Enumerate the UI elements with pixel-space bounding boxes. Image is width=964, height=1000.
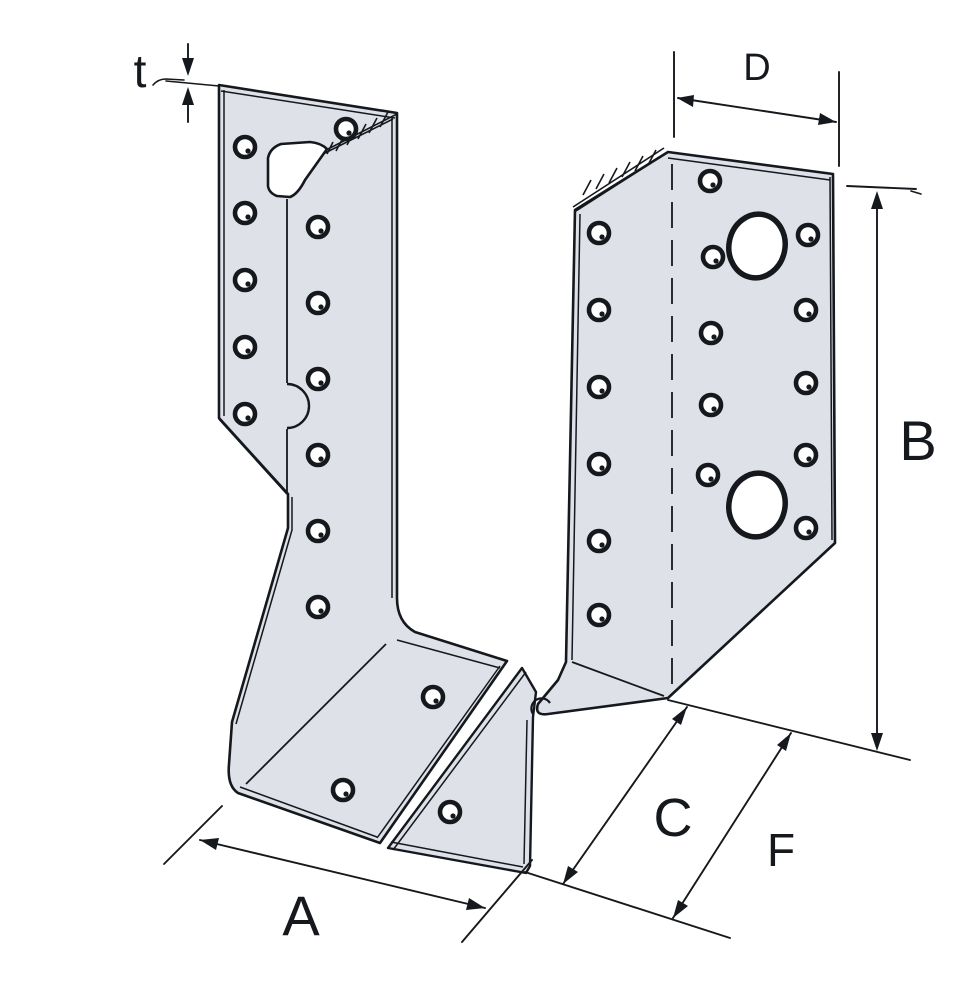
dim-label-a: A bbox=[282, 884, 320, 947]
bend-notch bbox=[286, 382, 311, 430]
dim-label-t: t bbox=[134, 45, 147, 97]
dim-label-b: B bbox=[899, 409, 936, 472]
keyhole-cutout bbox=[266, 140, 329, 199]
right-flange-edge-thickness bbox=[390, 157, 833, 868]
bolt-holes bbox=[726, 211, 788, 540]
dimension-t bbox=[152, 43, 220, 123]
left-flange-edge-thickness bbox=[220, 90, 501, 839]
dim-label-d: D bbox=[743, 47, 770, 89]
dimension-a bbox=[163, 805, 533, 943]
right-flange-body bbox=[535, 150, 837, 716]
dimensions bbox=[152, 43, 922, 943]
right-seat-flap bbox=[386, 666, 538, 875]
dimension-f bbox=[672, 732, 792, 919]
right-flange-fold-lines bbox=[571, 164, 673, 697]
seat-tab-hook bbox=[530, 697, 551, 715]
dim-label-c: C bbox=[654, 788, 693, 848]
right-fold-hatch bbox=[572, 147, 669, 212]
dimension-c bbox=[562, 706, 688, 885]
right-flange bbox=[386, 147, 837, 875]
hole-inner-marks bbox=[245, 130, 814, 819]
dimension-labels: t D B A C F bbox=[134, 45, 937, 947]
dimension-b bbox=[846, 185, 922, 751]
left-flange bbox=[217, 83, 509, 845]
nail-holes bbox=[232, 116, 821, 825]
left-flange-fold-lines bbox=[218, 199, 387, 785]
left-flange-body bbox=[217, 83, 509, 845]
dim-label-f: F bbox=[767, 824, 795, 876]
seat-extension-lines bbox=[524, 699, 911, 939]
dimension-d bbox=[673, 51, 840, 167]
